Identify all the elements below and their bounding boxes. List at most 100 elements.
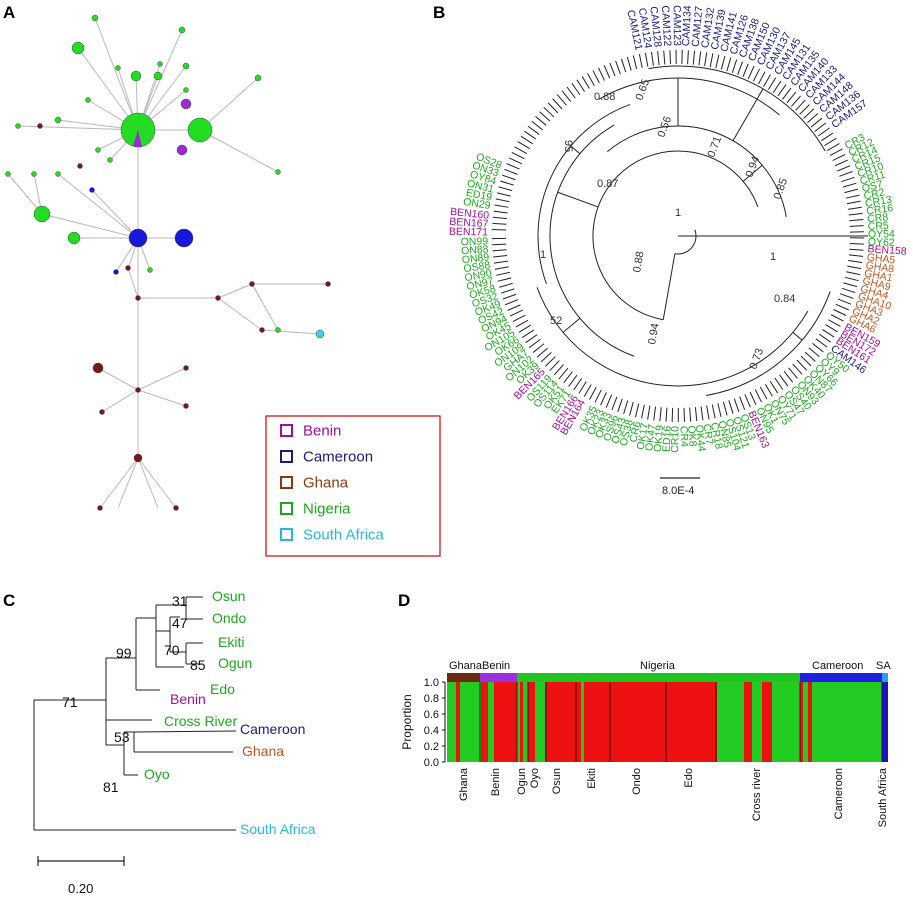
- terminal-branch: [758, 72, 765, 84]
- terminal-branch: [499, 283, 512, 287]
- terminal-branch: [784, 371, 793, 382]
- terminal-branch: [515, 147, 527, 154]
- terminal-branch: [540, 112, 550, 121]
- population-label-2: Ogun: [516, 768, 528, 795]
- terminal-branch: [582, 77, 589, 89]
- tree-c-taxon-2: Ekiti: [218, 634, 244, 650]
- terminal-branch: [827, 144, 839, 151]
- tree-arc-2: [607, 126, 786, 217]
- terminal-branch: [688, 50, 689, 64]
- terminal-branch: [745, 394, 750, 407]
- terminal-branch: [800, 104, 810, 114]
- terminal-branch: [831, 315, 843, 321]
- network-edge-30: [218, 284, 252, 298]
- terminal-branch: [564, 372, 573, 383]
- structure-bar-green-5: [535, 682, 545, 762]
- terminal-branch: [495, 205, 509, 207]
- network-node-28: [114, 270, 119, 275]
- legend-swatch-2: [281, 477, 292, 488]
- support-label-7: 0.87: [597, 178, 618, 190]
- population-label-9: Cameroon: [833, 768, 845, 819]
- terminal-branch: [849, 255, 863, 257]
- terminal-branch: [510, 310, 523, 316]
- terminal-branch: [811, 118, 822, 127]
- terminal-branch: [778, 85, 786, 96]
- population-label-6: Ondo: [631, 768, 643, 795]
- terminal-branch: [588, 73, 595, 85]
- network-node-34: [260, 328, 265, 333]
- structure-bar-green-10: [803, 682, 808, 762]
- terminal-branch: [493, 217, 507, 218]
- terminal-branch: [850, 226, 864, 227]
- tree-c-taxon-0: Osun: [212, 588, 245, 604]
- terminal-branch: [793, 364, 802, 374]
- population-label-10: South Africa: [877, 767, 889, 827]
- terminal-branch: [760, 387, 767, 399]
- branch-6: [793, 332, 802, 340]
- terminal-branch: [695, 407, 696, 421]
- structure-bar-green-0: [447, 682, 456, 762]
- terminal-branch: [705, 52, 707, 66]
- network-edge-34: [262, 330, 320, 334]
- terminal-branch: [807, 113, 818, 122]
- terminal-branch: [496, 199, 510, 202]
- terminal-branch: [844, 283, 857, 287]
- network-node-13: [86, 98, 91, 103]
- network-edge-33: [218, 298, 262, 330]
- population-label-0: Ghana: [458, 767, 470, 801]
- structure-y-tick-label-0: 0.0: [424, 757, 439, 769]
- terminal-branch: [509, 158, 522, 164]
- tree-c-taxon-4: Edo: [210, 681, 235, 697]
- network-node-8: [183, 63, 189, 69]
- terminal-branch: [789, 368, 798, 379]
- population-label-7: Edo: [683, 768, 695, 788]
- terminal-branch: [670, 50, 671, 64]
- terminal-branch: [492, 244, 506, 245]
- tree-c-taxon-1: Ondo: [212, 610, 246, 626]
- terminal-branch: [541, 352, 551, 361]
- tree-c-branch-33: [134, 731, 236, 732]
- terminal-branch: [493, 255, 507, 257]
- terminal-branch: [787, 92, 796, 103]
- terminal-branch: [569, 375, 577, 386]
- network-edge-37: [98, 368, 138, 390]
- terminal-branch: [822, 329, 834, 337]
- branch-0: [663, 254, 675, 320]
- structure-bar-green-4: [523, 682, 528, 762]
- terminal-branch: [493, 250, 507, 251]
- terminal-branch: [559, 368, 568, 379]
- tree-arc-0: [675, 230, 696, 254]
- structure-y-tick-label-5: 1.0: [424, 677, 439, 689]
- legend-label-1: Cameroon: [303, 449, 373, 466]
- terminal-branch: [849, 213, 863, 215]
- group-label-2: Nigeria: [640, 660, 676, 672]
- terminal-branch: [801, 356, 811, 366]
- support-label-5: 0.85: [772, 177, 791, 201]
- terminal-branch: [819, 334, 830, 342]
- terminal-branch: [796, 100, 806, 110]
- network-node-10: [177, 145, 187, 155]
- terminal-branch: [768, 78, 775, 90]
- terminal-branch: [690, 408, 691, 422]
- panel-c-letter: C: [3, 591, 15, 610]
- terminal-branch: [849, 249, 863, 250]
- terminal-branch: [734, 399, 739, 412]
- terminal-branch: [654, 407, 656, 421]
- terminal-branch: [567, 87, 575, 98]
- terminal-branch: [763, 75, 770, 87]
- terminal-branch: [782, 88, 791, 99]
- terminal-branch: [716, 55, 719, 69]
- terminal-branch: [834, 310, 847, 316]
- network-node-30: [136, 296, 141, 301]
- terminal-branch: [830, 149, 842, 156]
- branch-5: [733, 89, 763, 141]
- group-band-3: [800, 673, 882, 683]
- terminal-branch: [503, 294, 516, 299]
- circular-phylogeny: CAM121CAM124CAM128CAM122CAM123CAM134CAM1…: [449, 5, 907, 497]
- branch-3: [563, 318, 580, 332]
- terminal-branch: [837, 166, 850, 171]
- tree-arc-3: [550, 125, 634, 356]
- terminal-branch: [616, 61, 621, 74]
- tree-c-taxon-8: Ghana: [242, 743, 284, 759]
